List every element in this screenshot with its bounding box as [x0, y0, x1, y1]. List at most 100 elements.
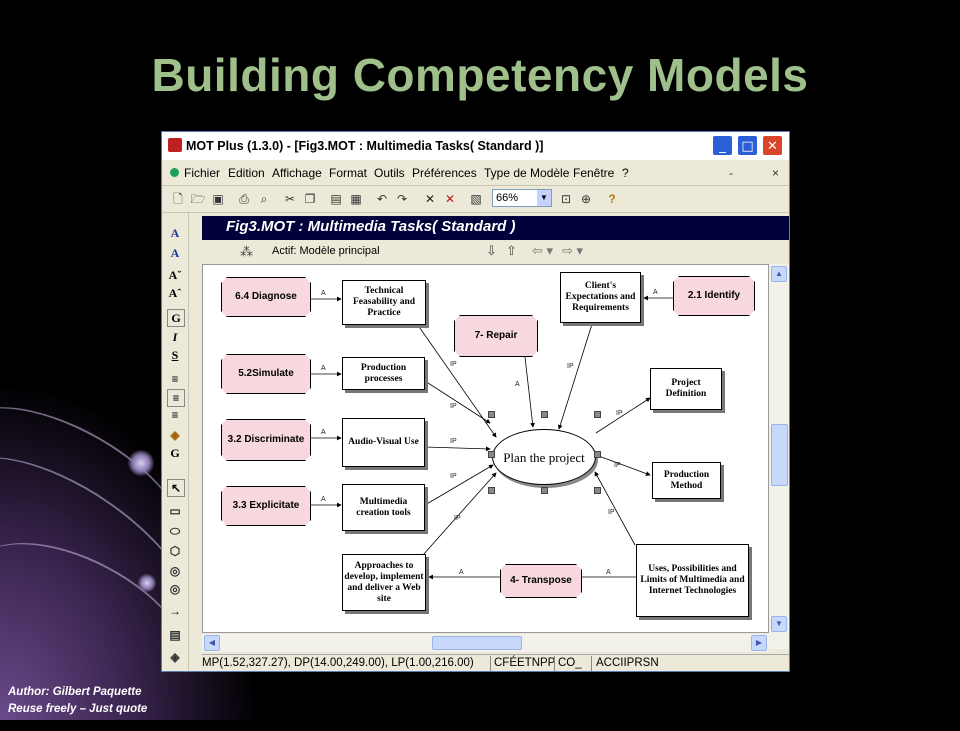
box-production-processes[interactable]: Production processes [342, 357, 425, 390]
slide-title: Building Competency Models [151, 49, 809, 101]
selection-handle [541, 411, 548, 418]
back-arrow-icon[interactable]: ⇦ ▾ [532, 243, 554, 258]
scroll-down-button[interactable]: ▼ [771, 616, 787, 632]
align-right-icon[interactable]: ≡ [171, 408, 179, 422]
box-project-definition[interactable]: Project Definition [650, 368, 722, 410]
delete-icon[interactable]: ✕ [424, 192, 436, 206]
print-preview-icon[interactable]: ⌕ [260, 192, 268, 206]
italic-tool[interactable]: I [172, 330, 178, 344]
doc-minimize-button[interactable]: - [729, 166, 733, 180]
box-uses-possibilities[interactable]: Uses, Possibilities and Limits of Multim… [636, 544, 749, 617]
box-approaches[interactable]: Approaches to develop, implement and del… [342, 554, 426, 611]
save-icon[interactable]: ▣ [212, 192, 224, 206]
footer-author: Author: Gilbert Paquette [8, 686, 142, 698]
paint-bucket-icon[interactable]: ◈ [170, 428, 180, 442]
task-discriminate[interactable]: 3.2 Discriminate [221, 419, 311, 461]
task-transpose[interactable]: 4- Transpose [500, 564, 582, 598]
menu-format[interactable]: Format [329, 166, 368, 180]
status-divider [490, 656, 491, 671]
eraser-icon[interactable]: ◈ [170, 650, 180, 664]
doc-close-button[interactable]: × [772, 166, 780, 180]
pointer-icon[interactable]: ↖ [167, 479, 185, 497]
example-shape-icon[interactable]: ◎ [169, 564, 181, 578]
forward-arrow-icon[interactable]: ⇨ ▾ [562, 243, 584, 258]
horizontal-scroll-thumb[interactable] [432, 636, 522, 650]
menu-affichage[interactable]: Affichage [272, 166, 322, 180]
menu-help[interactable]: ? [622, 166, 629, 180]
text-tool-a-box[interactable]: A [170, 246, 180, 260]
comment-icon[interactable]: ▤ [169, 628, 181, 642]
task-repair[interactable]: 7- Repair [454, 315, 538, 357]
gallery-icon[interactable]: G [170, 446, 180, 460]
minimize-button[interactable]: _ [712, 135, 733, 156]
status-flags: CFÉETNPP [494, 657, 556, 669]
box-audio-visual-use[interactable]: Audio-Visual Use [342, 418, 425, 467]
zoom-select[interactable]: 66% ▼ [492, 189, 552, 207]
font-increase-tool[interactable]: Aˆ [168, 286, 182, 300]
trace-shape-icon[interactable]: ◎ [169, 582, 181, 596]
menu-fichier[interactable]: Fichier [184, 166, 221, 180]
redo-icon[interactable]: ↷ [396, 192, 408, 206]
box-clients-expectations[interactable]: Client's Expectations and Requirements [560, 272, 641, 323]
model-tree-icon[interactable]: ⁂ [240, 244, 253, 259]
diagram-canvas[interactable]: 6.4 Diagnose 5.2Simulate 3.2 Discriminat… [202, 264, 769, 633]
vertical-scroll-thumb[interactable] [771, 424, 788, 486]
paste-special-icon[interactable]: ▦ [350, 192, 362, 206]
paste-icon[interactable]: ▤ [330, 192, 342, 206]
menu-edition[interactable]: Edition [228, 166, 265, 180]
menu-bar: Fichier Edition Affichage Format Outils … [162, 161, 789, 186]
menu-fenetre[interactable]: Fenêtre [573, 166, 615, 180]
toolbar: 🗋 🗁 ▣ ⎙ ⌕ ✂ ❐ ▤ ▦ ↶ ↷ ✕ ✕ ▧ 66% ▼ ⊡ ⊕ ? [162, 186, 789, 213]
new-file-icon[interactable]: 🗋 [173, 192, 183, 206]
scroll-left-button[interactable]: ◀ [204, 635, 220, 651]
maximize-button[interactable]: □ [737, 135, 758, 156]
task-explicitate[interactable]: 3.3 Explicitate [221, 486, 311, 526]
properties-icon[interactable]: ▧ [470, 192, 482, 206]
link-arrow-icon[interactable]: → [169, 604, 181, 618]
procedure-plan-project[interactable]: Plan the project [492, 429, 596, 485]
selection-handle [594, 451, 601, 458]
box-technical-feasability[interactable]: Technical Feasability and Practice [342, 280, 426, 325]
arrow-down-icon[interactable]: ⇩ [486, 243, 497, 258]
undo-icon[interactable]: ↶ [376, 192, 388, 206]
task-diagnose[interactable]: 6.4 Diagnose [221, 277, 311, 317]
vertical-scrollbar[interactable]: ▲ ▼ [769, 264, 789, 649]
horizontal-scrollbar[interactable]: ◀ ▶ [202, 634, 769, 652]
status-divider [591, 656, 592, 671]
align-center-icon[interactable]: ≡ [167, 389, 185, 407]
principle-shape-icon[interactable]: ⬡ [169, 544, 181, 558]
open-folder-icon[interactable]: 🗁 [190, 192, 206, 206]
procedure-shape-icon[interactable]: ⬭ [169, 524, 181, 538]
concept-shape-icon[interactable]: ▭ [169, 504, 181, 518]
link-label-a: A [653, 289, 658, 296]
chevron-down-icon: ▼ [537, 190, 551, 206]
font-decrease-tool[interactable]: Aˇ [168, 268, 182, 282]
zoom-fit-icon[interactable]: ⊡ [560, 192, 572, 206]
print-icon[interactable]: ⎙ [239, 192, 249, 206]
underline-tool[interactable]: S [171, 348, 179, 362]
close-button[interactable]: ✕ [762, 135, 783, 156]
menu-outils[interactable]: Outils [374, 166, 405, 180]
scroll-up-button[interactable]: ▲ [771, 266, 787, 282]
box-production-method[interactable]: Production Method [652, 462, 721, 499]
zoom-in-icon[interactable]: ⊕ [580, 192, 592, 206]
copy-icon[interactable]: ❐ [304, 192, 316, 206]
menu-type-de-modele[interactable]: Type de Modèle [484, 166, 570, 180]
bold-tool[interactable]: G [167, 309, 185, 327]
box-multimedia-tools[interactable]: Multimedia creation tools [342, 484, 425, 531]
link-label-a: A [459, 569, 464, 576]
task-identify[interactable]: 2.1 Identify [673, 276, 755, 316]
document-title: Fig3.MOT : Multimedia Tasks( Standard ) [226, 218, 516, 235]
text-tool-a[interactable]: A [170, 226, 180, 240]
help-icon[interactable]: ? [608, 192, 616, 206]
arrow-up-icon[interactable]: ⇧ [506, 243, 517, 258]
cut-icon[interactable]: ✂ [284, 192, 296, 206]
delete-link-icon[interactable]: ✕ [444, 192, 456, 206]
task-simulate[interactable]: 5.2Simulate [221, 354, 311, 394]
align-left-icon[interactable]: ≡ [171, 372, 179, 386]
zoom-value: 66% [496, 192, 519, 204]
status-mode: CO_ [558, 657, 582, 669]
scroll-right-button[interactable]: ▶ [751, 635, 767, 651]
link-label-ip: IP [608, 509, 615, 516]
menu-preferences[interactable]: Préférences [412, 166, 477, 180]
